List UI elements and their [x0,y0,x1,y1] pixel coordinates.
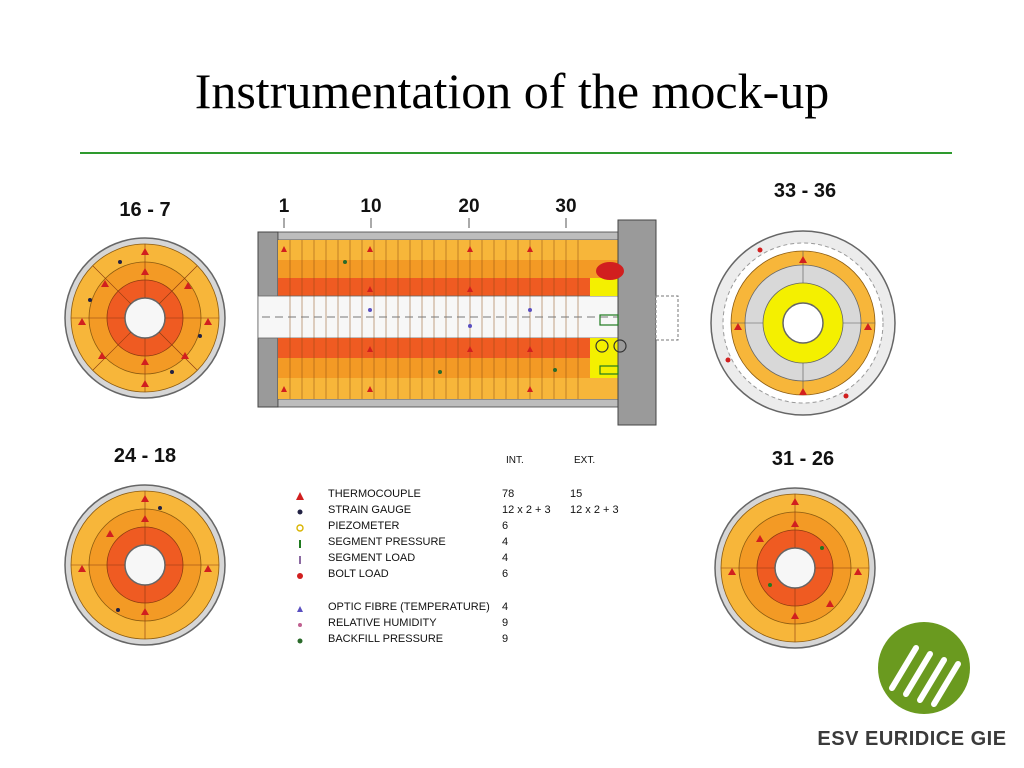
legend-ext: 15 [570,488,583,500]
longitudinal-section [257,219,679,426]
legend-int: 6 [502,568,509,580]
legend-row-piezometer: PIEZOMETER 6 [290,520,650,536]
legend-name: SEGMENT PRESSURE [328,536,446,548]
dark-dot-icon [297,509,303,515]
legend-name: THERMOCOUPLE [328,488,421,500]
title-divider [80,152,952,154]
legend-row-bolt-load: BOLT LOAD 6 [290,568,650,584]
legend-name: RELATIVE HUMIDITY [328,617,437,629]
legend-row-thermocouple: THERMOCOUPLE 78 15 [290,488,650,504]
section-label-24-18: 24 - 18 [114,445,176,467]
cross-section-24-18 [64,484,226,646]
cross-section-33-36 [710,230,896,416]
legend-row-segment-load: SEGMENT LOAD 4 [290,552,650,568]
position-marker-1: 1 [279,196,290,217]
legend-header-ext: EXT. [574,455,596,466]
purple-bar-icon [299,556,301,564]
legend-int: 12 x 2 + 3 [502,504,551,516]
legend-row-segment-pressure: SEGMENT PRESSURE 4 [290,536,650,552]
legend-int: 4 [502,601,509,613]
legend-header-int: INT. [506,455,524,466]
position-marker-20: 20 [458,196,479,217]
section-label-33-36: 33 - 36 [774,180,836,202]
legend-int: 9 [502,633,509,645]
section-label-31-26: 31 - 26 [772,448,834,470]
position-marker-30: 30 [555,196,576,217]
position-marker-10: 10 [360,196,381,217]
slide-title: Instrumentation of the mock-up [194,63,830,119]
red-dot-icon [297,573,303,579]
legend-int: 4 [502,552,509,564]
legend-name: SEGMENT LOAD [328,552,416,564]
legend-name: PIEZOMETER [328,520,400,532]
section-label-16-7: 16 - 7 [119,199,170,221]
cross-section-31-26 [714,487,876,649]
legend-row-relative-humidity: RELATIVE HUMIDITY 9 [290,617,650,633]
blue-triangle-icon [297,606,303,612]
legend-int: 78 [502,488,515,500]
cross-section-16-7 [64,237,226,399]
legend-row-strain-gauge: STRAIN GAUGE 12 x 2 + 3 12 x 2 + 3 [290,504,650,520]
yellow-circle-icon [296,524,304,532]
legend-name: OPTIC FIBRE (TEMPERATURE) [328,601,490,613]
legend-int: 6 [502,520,509,532]
legend-name: STRAIN GAUGE [328,504,412,516]
legend-int: 9 [502,617,509,629]
legend-row-backfill-pressure: BACKFILL PRESSURE 9 [290,633,650,649]
legend-int: 4 [502,536,509,548]
euridice-logo-icon [878,622,970,714]
esv-euridice-logo: ESV EURIDICE GIE [812,620,1012,760]
pink-dot-icon [298,623,302,627]
legend-ext: 12 x 2 + 3 [570,504,619,516]
legend-name: BACKFILL PRESSURE [328,633,444,645]
green-dot-icon [297,638,303,644]
logo-text: ESV EURIDICE GIE [817,728,1007,750]
legend-row-optic-fibre: OPTIC FIBRE (TEMPERATURE) 4 [290,601,650,617]
legend-name: BOLT LOAD [328,568,389,580]
green-bar-icon [299,540,301,548]
red-triangle-icon [296,492,304,500]
